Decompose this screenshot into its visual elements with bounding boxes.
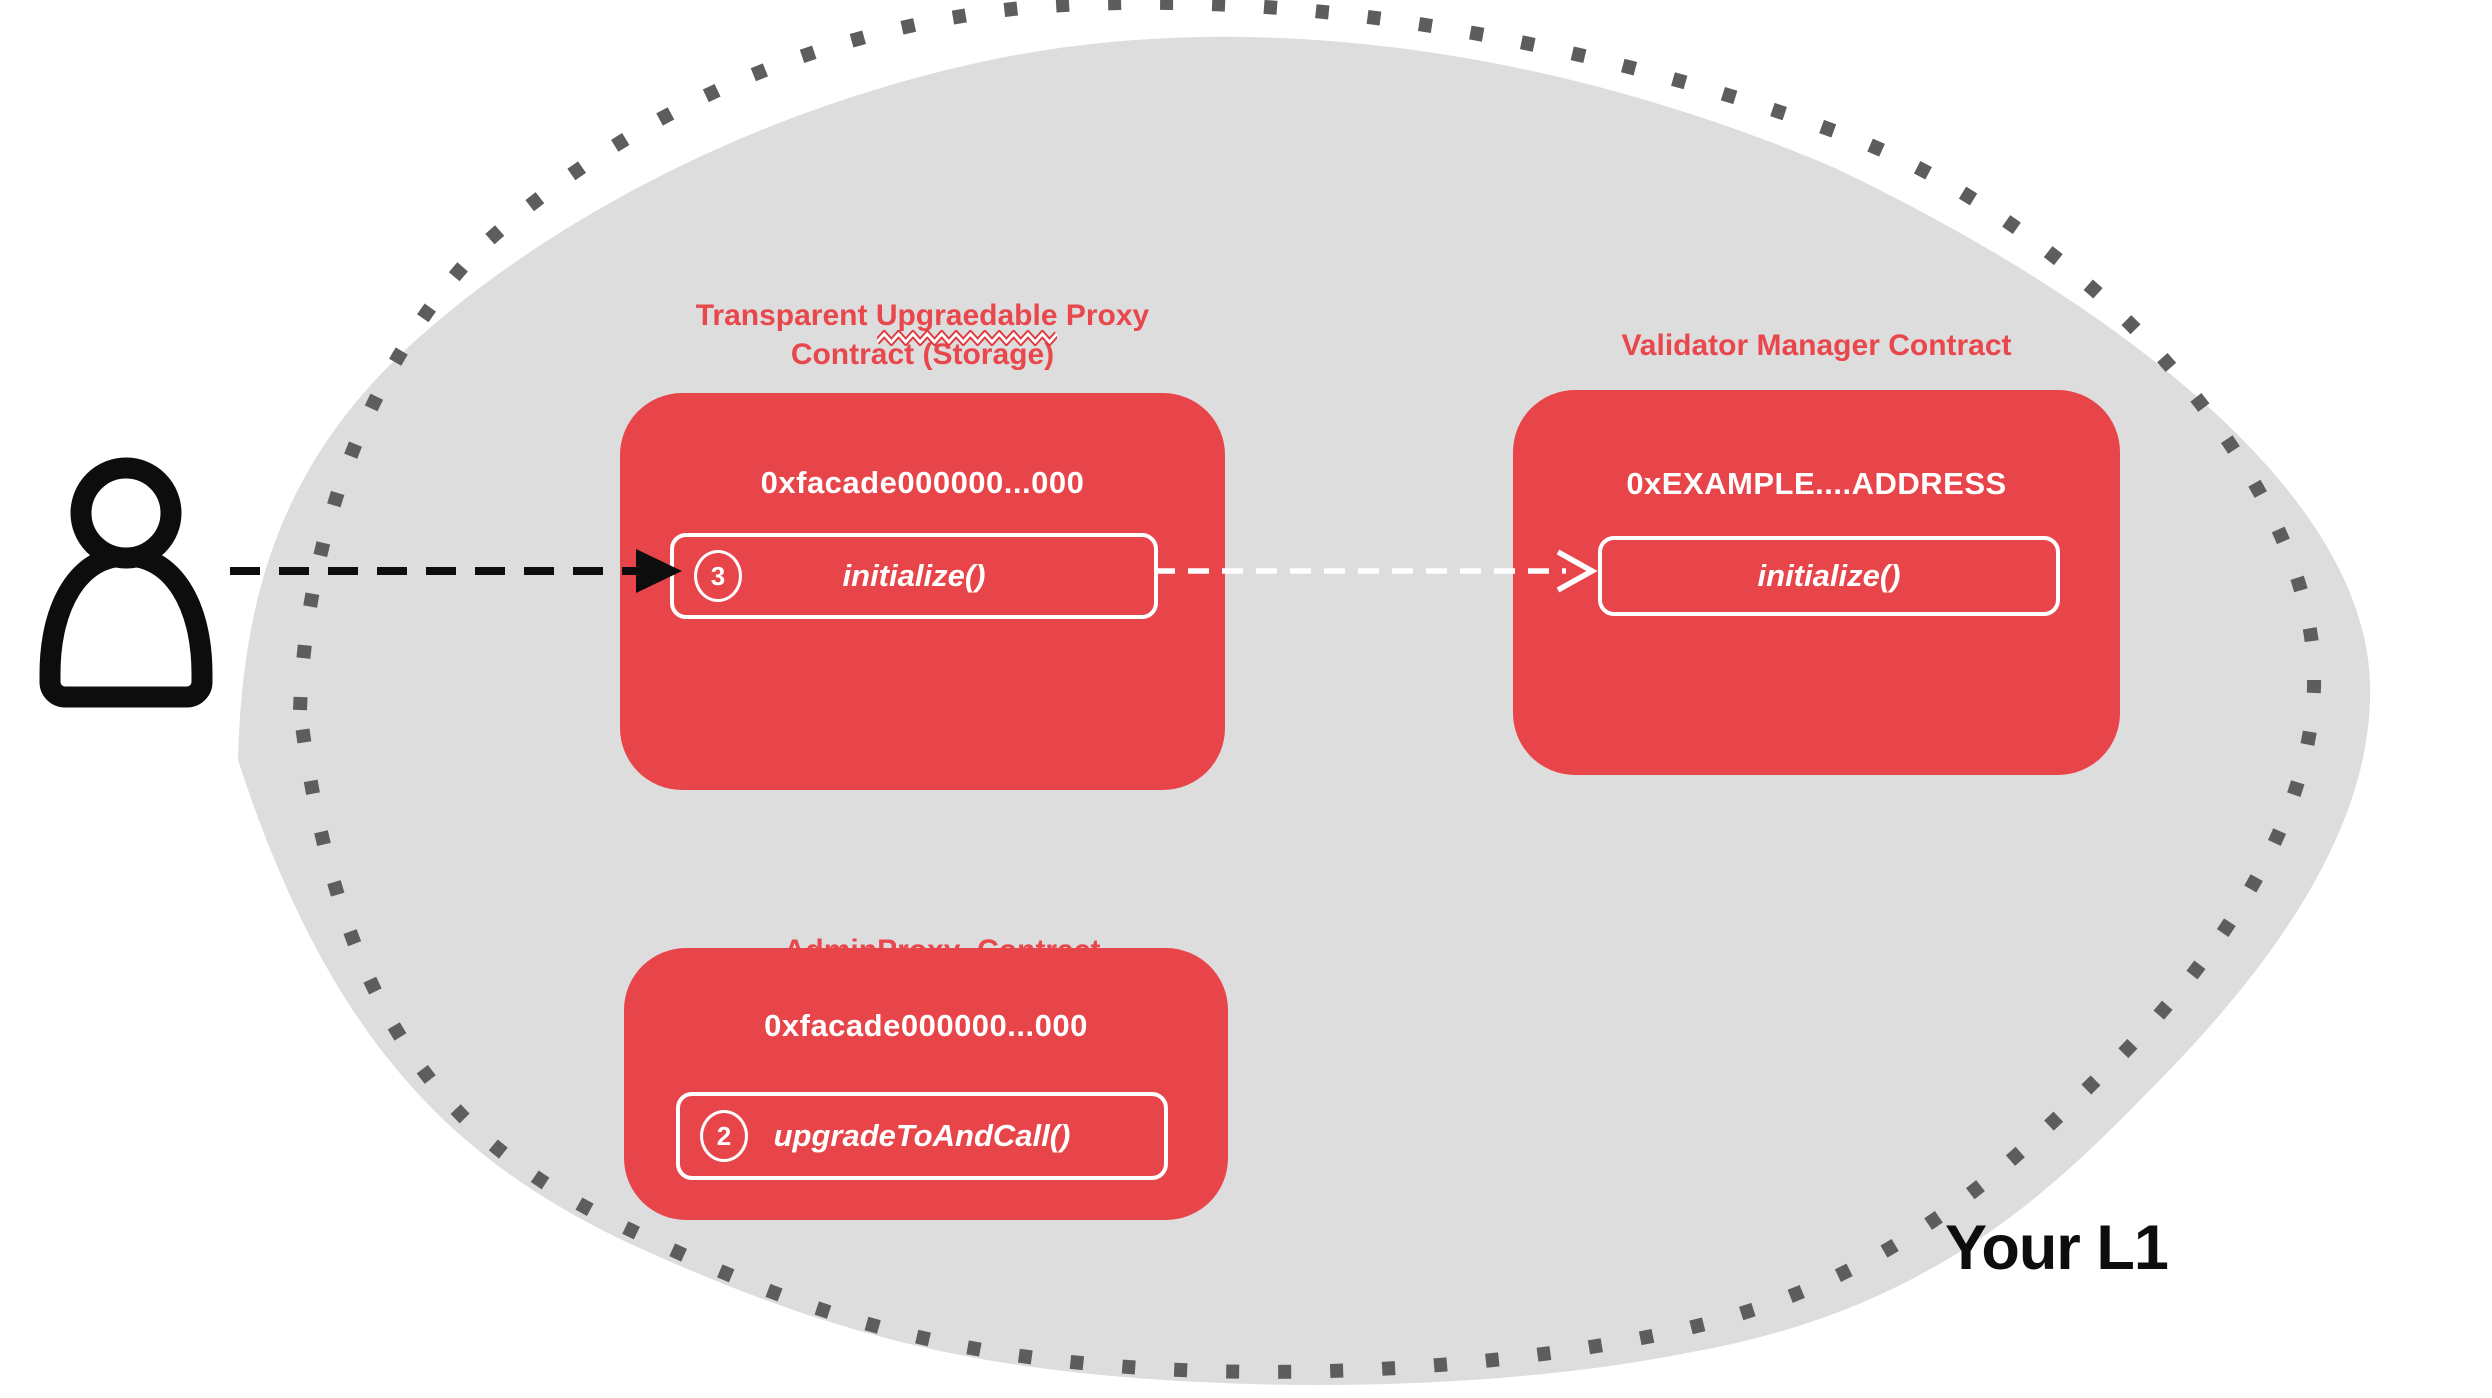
person-body [39, 545, 213, 708]
transparent-proxy-contract-box: 0xfacade000000...000 3 initialize() [620, 393, 1225, 790]
person-icon [39, 457, 213, 708]
initialize-method-pill: 3 initialize() [670, 533, 1158, 619]
admin-proxy-contract-box: 0xfacade000000...000 2 upgradeToAndCall(… [624, 948, 1228, 1220]
person-head [70, 457, 182, 569]
method-label: initialize() [1757, 558, 1901, 593]
step-3-badge: 3 [694, 550, 742, 602]
transparent-proxy-label: Transparent Upgraedable Proxy Contract (… [620, 296, 1225, 374]
method-label: upgradeToAndCall() [773, 1118, 1071, 1153]
method-label: initialize() [842, 558, 986, 593]
label-text: Proxy [1057, 299, 1150, 332]
misspelled-word-wrap: Upgraedable [876, 296, 1058, 346]
validator-manager-contract-box: 0xEXAMPLE....ADDRESS initialize() [1513, 390, 2120, 775]
upgrade-method-pill: 2 upgradeToAndCall() [676, 1092, 1168, 1180]
contract-address: 0xfacade000000...000 [760, 465, 1085, 500]
label-text: Transparent [695, 299, 876, 332]
contract-address: 0xEXAMPLE....ADDRESS [1626, 466, 2007, 501]
user-call-arrow [230, 549, 682, 593]
step-2-badge: 2 [700, 1110, 748, 1162]
contract-address: 0xfacade000000...000 [764, 1008, 1088, 1043]
initialize-method-pill: initialize() [1598, 536, 2060, 616]
region-label: Your L1 [1945, 1213, 2169, 1283]
validator-manager-label: Validator Manager Contract [1621, 329, 2012, 362]
spellcheck-squiggle-icon [876, 330, 1057, 346]
